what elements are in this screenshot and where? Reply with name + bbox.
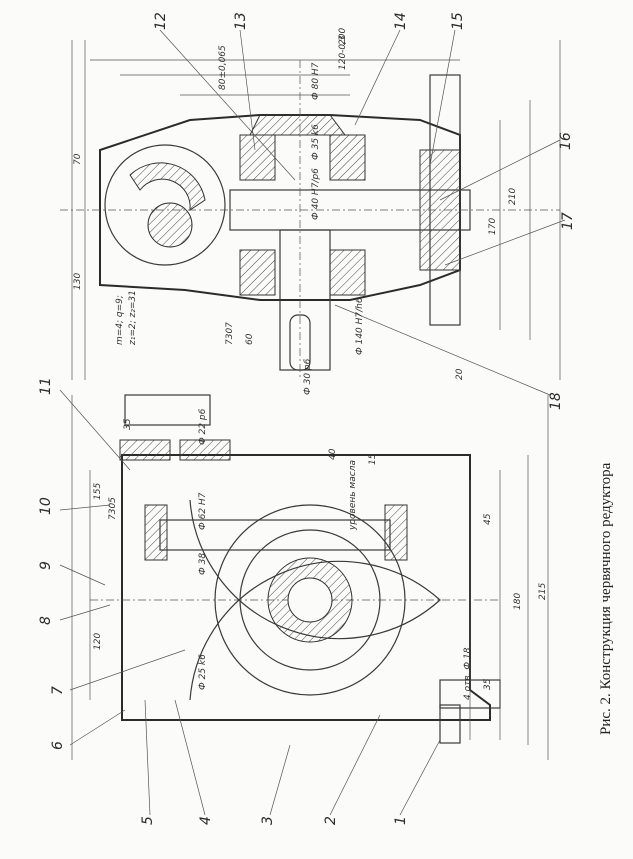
wheel-arc-outer	[189, 499, 441, 701]
part-number: 15	[450, 12, 466, 30]
dimension-label: 60	[245, 333, 255, 345]
dimension-label: 35	[483, 678, 493, 690]
wheel-hub-ring	[239, 529, 381, 671]
part-number: 3	[260, 816, 276, 825]
dimension-label: 7307	[225, 322, 235, 345]
dimension-label: 215	[538, 583, 548, 600]
output-shaft-end	[124, 394, 211, 426]
dimension-label: 20	[455, 368, 465, 380]
dimension-label: Ф 22 р6	[198, 408, 208, 445]
part-number: 18	[548, 392, 564, 410]
left-view	[71, 394, 549, 760]
dimension-label: 155	[93, 483, 103, 500]
dimension-label: Ф 35 k6	[311, 124, 321, 160]
dimension-label: 210	[508, 188, 518, 205]
dimension-label: 15	[368, 453, 378, 465]
part-number: 6	[50, 741, 66, 750]
dimension-label: Ф 62 Н7	[198, 492, 208, 530]
worm-core	[147, 202, 193, 248]
housing-outline	[121, 454, 491, 721]
dimension-label: 35	[123, 418, 133, 430]
gear-params-line2: z₁=2; z₂=31	[128, 290, 138, 346]
part-number: 12	[153, 12, 169, 30]
top-cover-left	[119, 439, 171, 461]
bearing-bottom-right	[329, 249, 366, 296]
dimension-label: 120-0,3	[338, 35, 348, 70]
dimension-label: 180	[513, 593, 523, 610]
shaft-bore	[287, 577, 333, 623]
dimension-label: 80±0,065	[218, 45, 228, 90]
part-number: 11	[38, 377, 54, 395]
part-number: 14	[393, 12, 409, 30]
part-number: 13	[233, 12, 249, 30]
part-number: 16	[558, 132, 574, 150]
foot-bolt	[439, 704, 461, 744]
right-view-dimensions: 200 120-0,3 80±0,065 Ф 80 Н7 Ф 35 k6 Ф 4…	[73, 28, 518, 395]
bearing-top-left	[239, 134, 276, 181]
figure-caption: Рис. 2. Конструкция червячного редуктора	[598, 462, 614, 735]
dimension-label: Ф 140 Н7/h6	[355, 297, 365, 355]
worm-circle	[104, 144, 226, 266]
dimension-label: 45	[483, 513, 493, 525]
dimension-label: 120	[93, 633, 103, 650]
dimension-label: Ф 25 k6	[198, 654, 208, 690]
top-cover-right	[179, 439, 231, 461]
dimension-label: Ф 40 Н7/р6	[311, 168, 321, 220]
wheel-rim	[214, 504, 406, 696]
dimension-label: 200	[338, 28, 348, 45]
part-number-labels: 1 2 3 4 5 6 7 8 9 10 11 12 13 14 15 16 1…	[38, 12, 576, 825]
part-number: 5	[140, 816, 156, 825]
part-number: 17	[560, 212, 576, 230]
bearing-bottom-left	[239, 249, 276, 296]
output-shaft	[229, 189, 471, 231]
worm-bearing-right	[384, 504, 408, 561]
dimension-label: 70	[73, 153, 83, 165]
base-plate	[429, 74, 461, 326]
dimension-label: 170	[488, 218, 498, 235]
oil-level-label: уровень масла	[348, 460, 358, 531]
bearing-top-right	[329, 134, 366, 181]
dimension-label: Ф 30 р6	[303, 358, 313, 395]
part-number: 8	[38, 616, 54, 625]
left-view-dimensions: 155 120 7305 Ф 62 Н7 Ф 38 Ф 25 k6 Ф 22 р…	[93, 408, 548, 700]
dimension-label: 130	[73, 273, 83, 290]
part-number: 4	[198, 816, 214, 825]
right-view	[60, 40, 561, 380]
part-number: 1	[393, 816, 409, 825]
part-number: 2	[323, 816, 339, 825]
dimension-label: Ф 38	[198, 553, 208, 575]
dimension-label: 4 отв. Ф 18	[463, 647, 473, 700]
part-number: 9	[38, 561, 54, 570]
dimension-label: Ф 80 Н7	[311, 62, 321, 100]
worm-teeth-section	[129, 162, 206, 212]
part-number: 10	[38, 497, 54, 515]
dimension-label: 7305	[108, 497, 118, 520]
worm-bearing-left	[144, 504, 168, 561]
bearing-cap	[249, 114, 346, 136]
part-number: 7	[50, 686, 66, 695]
gear-params-line1: m=4; q=9;	[115, 295, 125, 345]
dimension-label: 40	[328, 448, 338, 460]
leader-lines	[59, 29, 566, 816]
